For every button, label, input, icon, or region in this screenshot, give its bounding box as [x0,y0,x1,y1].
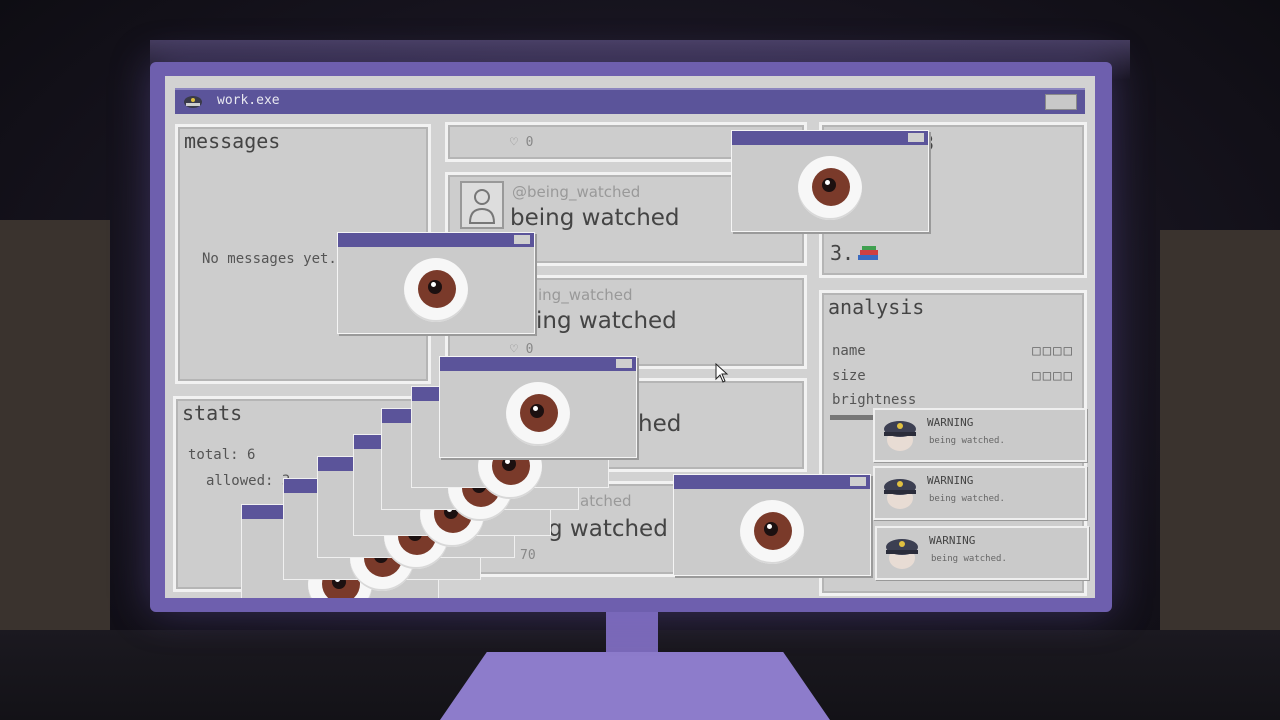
post-handle: ing_watched [538,286,633,304]
stats-total: total: 6 [188,447,256,463]
stats-title: stats [182,401,243,425]
analysis-name-value: □□□□ [1032,343,1074,359]
warning-notification[interactable]: WARNING being watched. [875,526,1089,580]
post-body: hed [638,411,682,437]
eye-icon [740,500,804,564]
popup-close-button[interactable] [908,133,924,142]
mouse-cursor-icon [715,363,729,383]
messages-title: messages [184,129,281,153]
warning-notification[interactable]: WARNING being watched. [873,408,1087,462]
window-close-button[interactable] [1045,94,1077,110]
analysis-size-label: size [832,368,866,384]
warning-title: WARNING [929,534,976,547]
user-icon [468,189,496,224]
avatar [460,181,504,229]
popup-close-button[interactable] [616,359,632,368]
room-wall-right [1160,230,1280,650]
analysis-name-label: name [832,343,866,359]
police-officer-icon [886,539,918,569]
warning-text: being watched. [931,554,1007,564]
warning-title: WARNING [927,474,974,487]
eye-popup-window[interactable] [673,474,871,576]
warning-text: being watched. [929,494,1005,504]
popup-titlebar[interactable] [338,233,534,247]
popup-titlebar[interactable] [674,475,870,489]
window-title: work.exe [217,93,280,108]
police-cap-icon [184,96,202,108]
stats-allowed: allowed: 3 [206,473,291,489]
book-stack-icon [858,246,878,260]
popup-close-button[interactable] [514,235,530,244]
ranking-item-3: 3. [830,241,855,265]
warning-title: WARNING [927,416,974,429]
window-titlebar[interactable]: work.exe [175,88,1085,114]
post-likes: 70 [520,548,536,563]
eye-popup-window[interactable] [439,356,637,458]
popup-titlebar[interactable] [732,131,928,145]
police-officer-icon [884,421,916,451]
post-body: ing watched [536,308,677,334]
eye-popup-window[interactable] [337,232,535,334]
warning-notification[interactable]: WARNING being watched. [873,466,1087,520]
analysis-size-value: □□□□ [1032,368,1074,384]
eye-icon [404,258,468,322]
warning-text: being watched. [929,436,1005,446]
post-handle: @being_watched [512,183,641,201]
analysis-title: analysis [828,295,925,319]
post-likes: ♡ 0 [510,135,534,150]
popup-titlebar[interactable] [440,357,636,371]
eye-icon [506,382,570,446]
brightness-slider[interactable] [830,415,890,420]
eye-popup-window[interactable] [731,130,929,232]
eye-icon [798,156,862,220]
post-handle: atched [580,492,632,510]
popup-close-button[interactable] [850,477,866,486]
post-body: being watched [510,205,680,231]
police-officer-icon [884,479,916,509]
analysis-brightness-label: brightness [832,392,917,408]
monitor-stand-base [440,652,830,720]
post-body: g watched [548,516,668,542]
post-likes: ♡ 0 [510,342,534,357]
messages-empty-text: No messages yet. [202,251,337,267]
screen: work.exe messages No messages yet. stats… [165,76,1095,598]
room-wall-left [0,220,110,640]
feed-post[interactable]: ♡ 0 [445,122,807,162]
